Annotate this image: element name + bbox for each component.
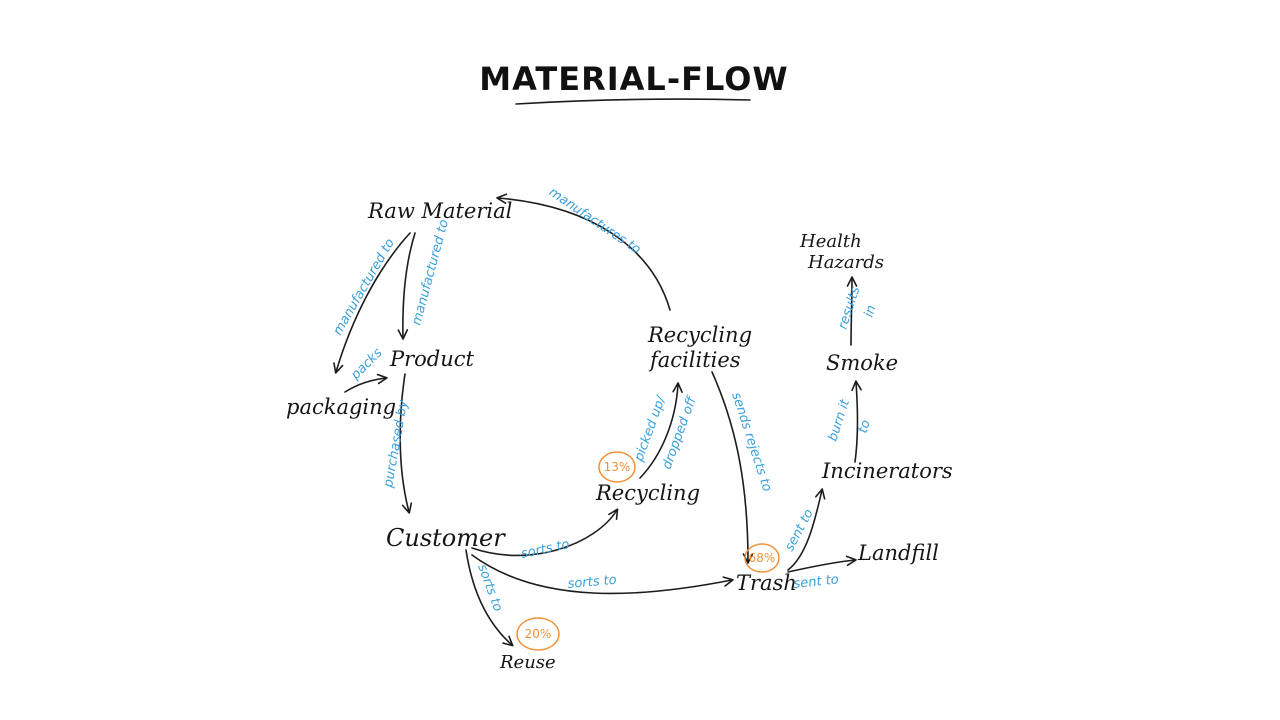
percent-badge-recycling: 13%: [598, 451, 636, 483]
label-burn-it-line2: to: [856, 418, 874, 435]
label-customer-to-reuse: sorts to: [474, 562, 505, 613]
label-raw-to-packaging: manufactured to: [330, 236, 397, 338]
node-raw-material: Raw Material: [367, 199, 512, 223]
node-landfill: Landfill: [857, 541, 939, 565]
label-packs: packs: [348, 345, 386, 383]
label-trash-to-landfill: sent to: [793, 572, 840, 592]
arrow-trash-to-incinerators: [787, 488, 826, 571]
node-recycling-facilities-line1: Recycling: [647, 323, 752, 347]
arrow-facilities-to-trash: [711, 371, 754, 564]
percent-circle-recycling: [598, 451, 636, 483]
node-incinerators: Incinerators: [821, 459, 953, 483]
label-results-line1: results: [836, 285, 864, 332]
arrow-customer-to-recycling: [471, 508, 619, 557]
diagram-title: MATERIAL-FLOW: [479, 60, 788, 98]
title-underline: [515, 98, 751, 105]
percent-circle-trash: [744, 543, 780, 573]
percent-badge-trash: 68%: [744, 543, 780, 573]
percent-badge-reuse: 20%: [516, 617, 560, 651]
arrow-incinerators-to-smoke: [851, 380, 862, 463]
node-customer: Customer: [386, 524, 506, 552]
arrow-trash-to-landfill: [787, 555, 857, 573]
node-recycling: Recycling: [595, 481, 700, 505]
percent-text-trash: 68%: [749, 551, 776, 565]
label-manufactures-to: manufactures to: [546, 185, 643, 258]
arrow-product-to-customer: [399, 373, 413, 514]
node-reuse: Reuse: [499, 652, 556, 673]
arrow-recycling-to-facilities: [639, 382, 683, 479]
label-burn-it-line1: burn it: [826, 397, 854, 443]
arrow-packaging-to-product: [344, 373, 388, 393]
label-results-line2: in: [862, 303, 880, 319]
label-customer-to-recycling: sorts to: [520, 537, 571, 562]
node-trash: Trash: [736, 571, 797, 595]
node-recycling-facilities-line2: facilities: [648, 348, 741, 372]
label-customer-to-trash: sorts to: [567, 573, 617, 592]
arrow-raw-material-to-product: [397, 232, 416, 340]
node-packaging: packaging: [286, 395, 396, 419]
percent-text-reuse: 20%: [525, 627, 552, 641]
node-smoke: Smoke: [826, 351, 898, 375]
percent-text-recycling: 13%: [604, 460, 631, 474]
percent-circle-reuse: [516, 617, 560, 651]
node-product: Product: [389, 347, 475, 371]
arrow-customer-to-trash: [471, 554, 734, 595]
arrow-facilities-to-raw-material: [496, 193, 671, 311]
arrow-customer-to-reuse: [465, 549, 514, 647]
arrow-raw-material-to-packaging: [333, 232, 411, 374]
node-health-hazards-line1: Health: [799, 231, 862, 252]
arrow-smoke-to-health-hazards: [846, 276, 858, 346]
node-health-hazards-line2: Hazards: [807, 252, 884, 273]
label-raw-to-product: manufactured to: [409, 218, 452, 327]
